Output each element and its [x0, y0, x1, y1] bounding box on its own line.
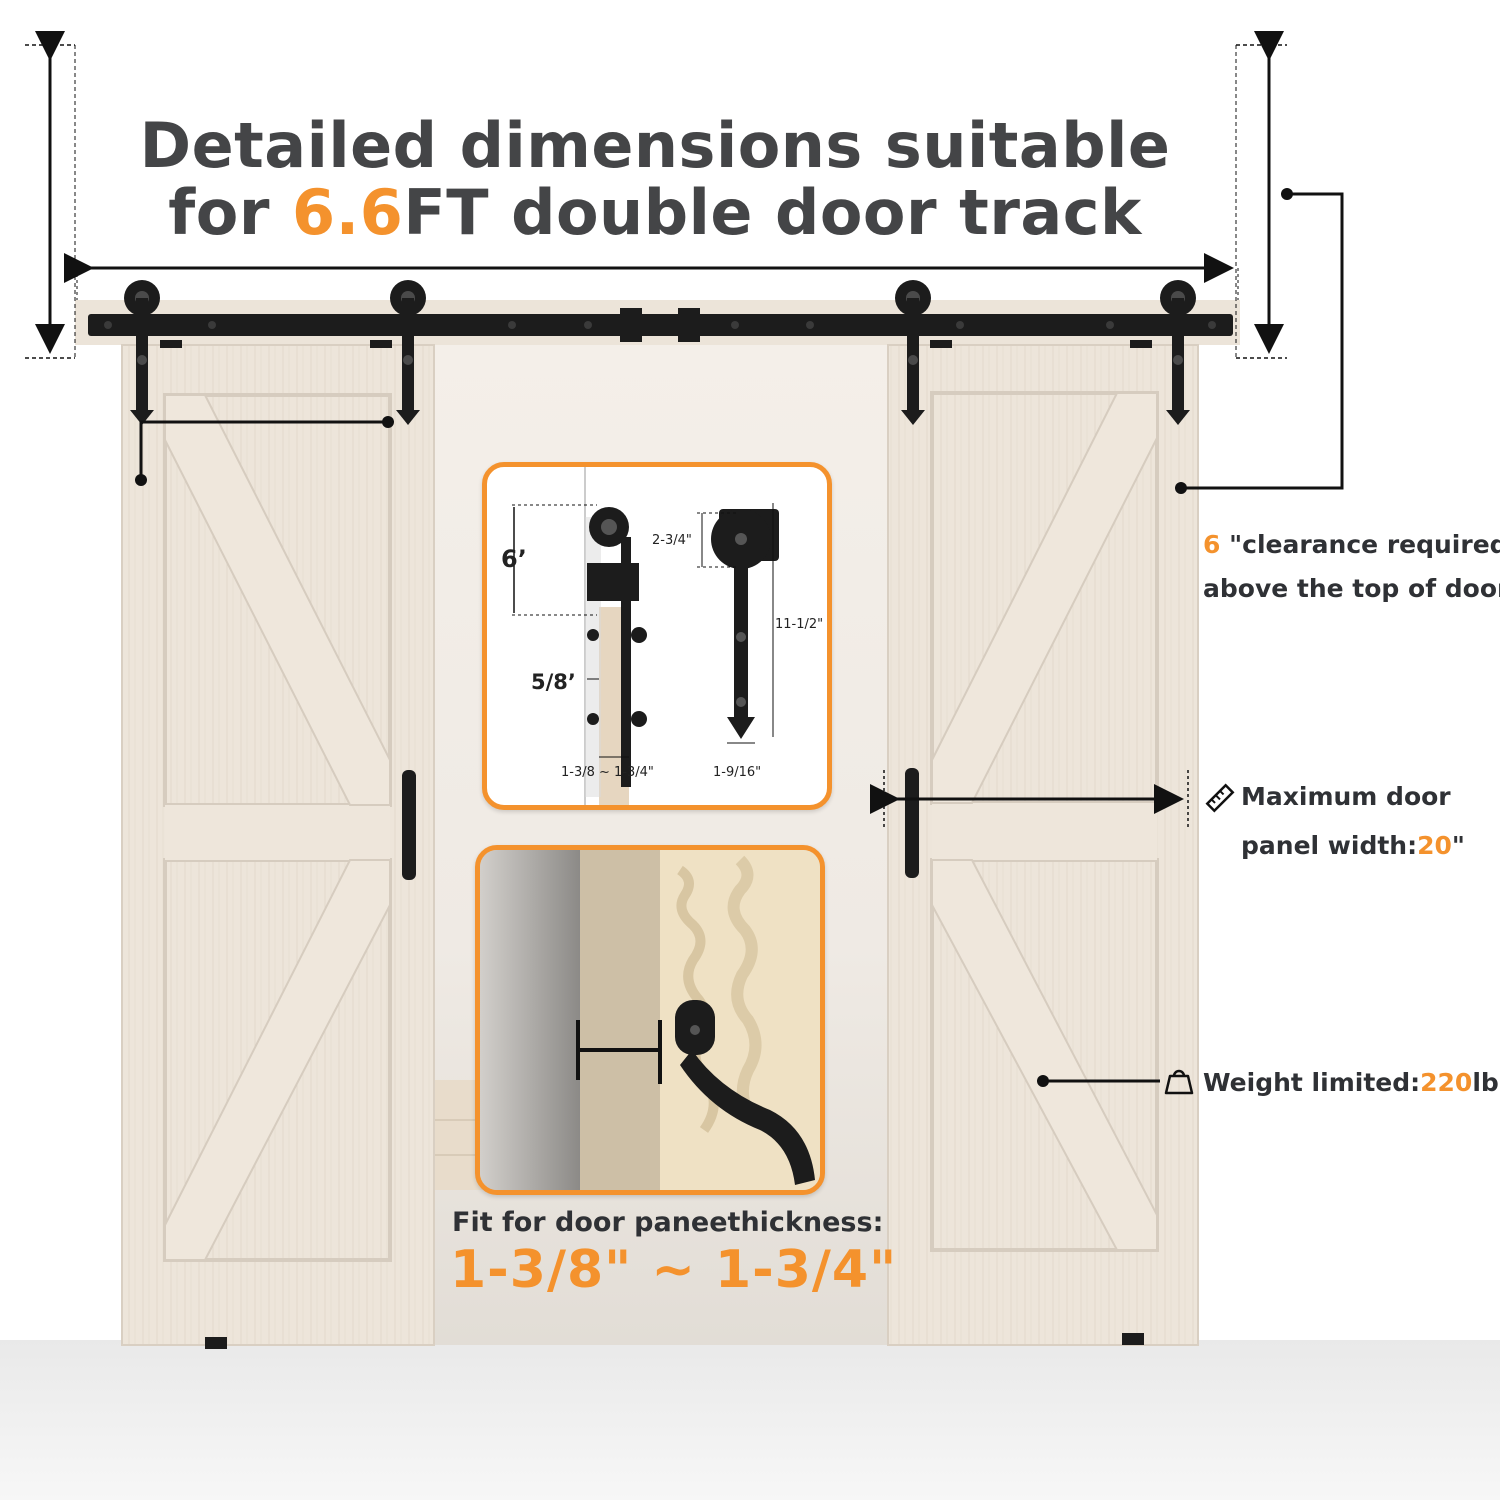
right-door: [887, 344, 1199, 1346]
weight-value: 220: [1420, 1068, 1473, 1097]
title-prefix: for: [168, 176, 292, 249]
clearance-text: "clearance required: [1220, 530, 1500, 559]
dim-5-8: 5/8’: [531, 670, 576, 694]
dim-thickness: 1-3/8 ~ 1-3/4": [561, 765, 654, 780]
floor: [0, 1340, 1500, 1500]
left-door-handle: [402, 770, 416, 880]
weight-callout: Weight limited:220lbs: [1203, 1068, 1500, 1097]
title-line-2: for 6.6FT double door track: [0, 182, 1310, 244]
fit-label: Fit for door paneethickness:: [452, 1207, 884, 1238]
hanger-detail-drawing: [512, 467, 779, 805]
dim-2-3-4: 2-3/4": [652, 533, 692, 548]
thickness-detail-drawing: [480, 850, 820, 1190]
clearance-value: 6: [1203, 530, 1221, 559]
ruler-icon: [1205, 783, 1235, 813]
max-width-prefix: panel width:: [1241, 831, 1418, 860]
hanger-roller: [895, 280, 931, 425]
title-track-length: 6.6: [292, 176, 404, 249]
title-line-1: Detailed dimensions suitable: [139, 109, 1171, 182]
title-suffix: FT double door track: [403, 176, 1142, 249]
hanger-roller: [1160, 280, 1196, 425]
dim-11-1-2: 11-1/2": [775, 617, 824, 632]
dim-1-9-16: 1-9/16": [713, 765, 762, 780]
max-width-callout-line-2: panel width:20": [1241, 831, 1465, 860]
hanger-detail-panel: 6’ 5/8’ 1-3/8 ~ 1-3/4" 2-3/4" 11-1/2" 1-…: [482, 462, 832, 810]
dim-6: 6’: [501, 545, 527, 573]
max-width-callout-line-1: Maximum door: [1241, 782, 1451, 811]
clearance-callout-line-2: above the top of door: [1203, 574, 1500, 603]
clearance-callout-line-1: 6 "clearance required: [1203, 530, 1500, 559]
max-width-suffix: ": [1451, 831, 1465, 860]
weight-icon: [1164, 1069, 1194, 1095]
fit-value: 1-3/8" ~ 1-3/4": [450, 1240, 898, 1300]
track-rail: [88, 314, 1233, 336]
weight-suffix: lbs: [1472, 1068, 1500, 1097]
max-width-value: 20: [1417, 831, 1452, 860]
left-door: [121, 344, 435, 1349]
thickness-detail-panel: [475, 845, 825, 1195]
hanger-roller: [390, 280, 426, 425]
weight-prefix: Weight limited:: [1203, 1068, 1421, 1097]
hanger-roller: [124, 280, 160, 425]
